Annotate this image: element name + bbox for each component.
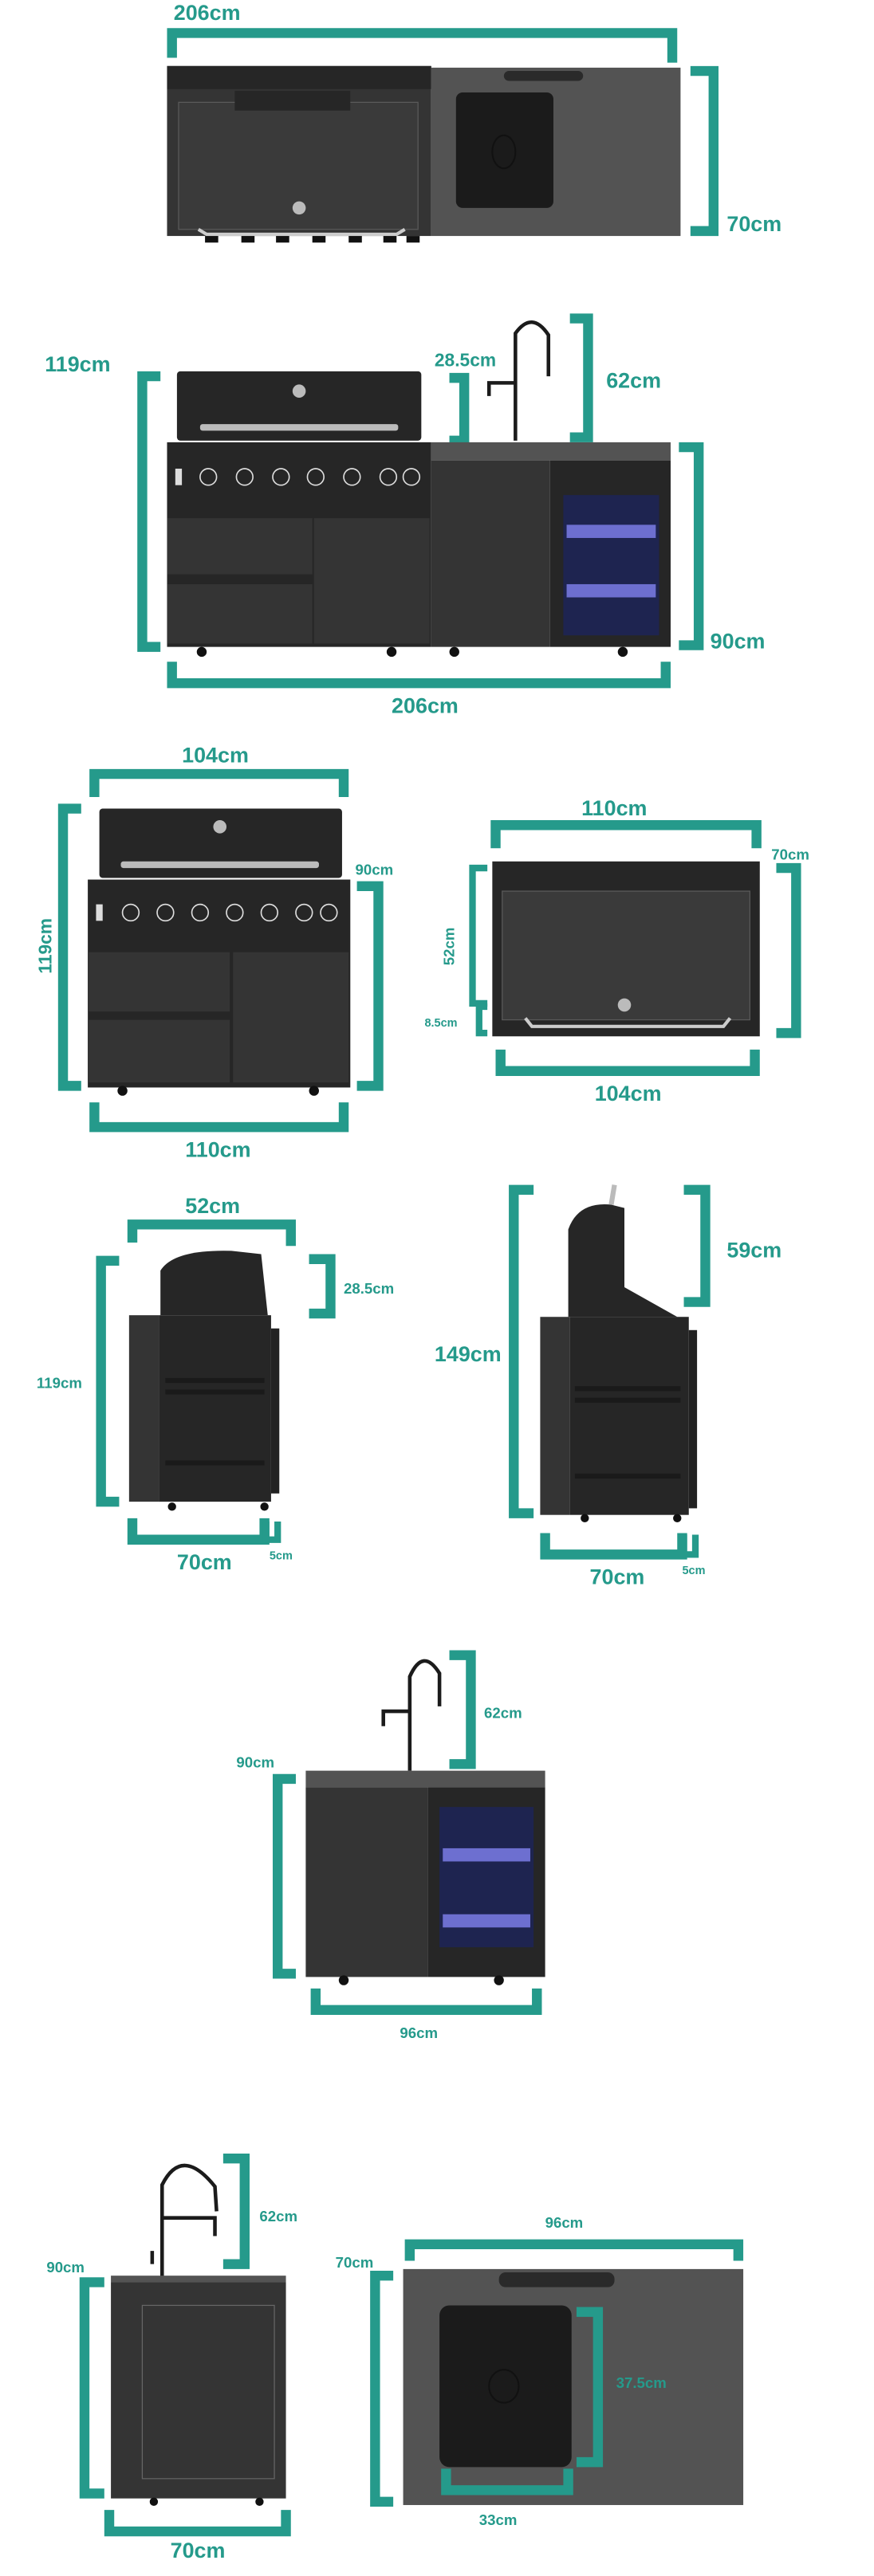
depth-label: 70cm bbox=[336, 2254, 374, 2271]
handle-label: 5cm bbox=[682, 1565, 705, 1577]
handle-bracket bbox=[680, 1534, 699, 1558]
height-bracket bbox=[79, 2277, 104, 2499]
faucet-label: 62cm bbox=[484, 1704, 522, 1721]
counter-height-label: 90cm bbox=[356, 861, 394, 878]
counter-height-bracket bbox=[679, 442, 704, 650]
basin-width-bracket bbox=[441, 2468, 573, 2496]
total-height-bracket bbox=[137, 371, 161, 652]
top-width-bracket bbox=[490, 820, 762, 849]
depth-bracket bbox=[776, 862, 801, 1039]
width-label: 206cm bbox=[392, 693, 459, 717]
faucet-bracket bbox=[222, 2153, 250, 2269]
bottom-width-bracket bbox=[495, 1049, 760, 1076]
basin-length-label: 37.5cm bbox=[616, 2374, 667, 2391]
width-bracket bbox=[404, 2239, 744, 2261]
lid-open-label: 59cm bbox=[726, 1239, 781, 1262]
bottom-width-label: 104cm bbox=[595, 1082, 662, 1105]
faucet-icon bbox=[150, 2163, 218, 2278]
sink-basin bbox=[439, 2305, 572, 2468]
top-view-full: 206cm 70cm bbox=[167, 1, 781, 243]
height-bracket bbox=[272, 1773, 296, 1979]
width-bracket bbox=[167, 28, 678, 63]
depth-label: 70cm bbox=[171, 2539, 226, 2562]
lid-open-bracket bbox=[683, 1184, 711, 1307]
sink-top-view: 96cm 70cm 37.5cm 33cm bbox=[336, 2214, 744, 2528]
depth-bracket bbox=[540, 1533, 687, 1560]
depth-label: 70cm bbox=[771, 846, 809, 863]
depth-bracket bbox=[104, 2510, 291, 2537]
grill-top-view: 110cm 70cm 52cm 8.5cm 104cm bbox=[424, 796, 809, 1105]
top-label: 52cm bbox=[185, 1194, 240, 1218]
grill-side-open-view: 149cm 59cm 70cm 5cm bbox=[435, 1184, 781, 1589]
depth-label: 70cm bbox=[726, 212, 781, 236]
height-label: 119cm bbox=[35, 918, 56, 974]
bottom-width-label: 110cm bbox=[185, 1137, 250, 1161]
open-lid bbox=[568, 1204, 624, 1317]
top-width-label: 104cm bbox=[182, 744, 249, 768]
top-bracket bbox=[127, 1219, 296, 1247]
faucet-label: 62cm bbox=[259, 2208, 297, 2225]
top-width-label: 110cm bbox=[581, 796, 647, 820]
basin-length-bracket bbox=[576, 2307, 604, 2468]
handle-label: 5cm bbox=[270, 1550, 293, 1563]
countertop bbox=[431, 442, 671, 461]
width-label: 96cm bbox=[400, 2024, 438, 2041]
height-bracket bbox=[57, 803, 81, 1091]
height-bracket bbox=[509, 1184, 534, 1518]
height-label: 90cm bbox=[236, 1753, 274, 1770]
depth-bracket bbox=[370, 2270, 394, 2507]
grill-front-view: 104cm 119cm 90cm 110cm bbox=[35, 744, 394, 1162]
width-bracket bbox=[167, 662, 671, 689]
sink-basin bbox=[455, 92, 553, 208]
front-view-full: 119cm 28.5cm 62cm 90cm 206cm bbox=[45, 313, 766, 717]
faucet-top-icon bbox=[498, 2272, 615, 2287]
counter-height-label: 90cm bbox=[711, 630, 766, 654]
sink-side-view: 62cm 90cm 70cm bbox=[46, 2153, 297, 2562]
width-label: 96cm bbox=[545, 2214, 584, 2231]
faucet-top-icon bbox=[503, 71, 584, 81]
grill-side-closed-view: 52cm 28.5cm 119cm 70cm 5cm bbox=[37, 1194, 394, 1574]
counter-height-bracket bbox=[356, 881, 384, 1091]
depth-bracket bbox=[690, 65, 719, 237]
basin-width-label: 33cm bbox=[479, 2511, 518, 2528]
height-bracket bbox=[96, 1255, 120, 1507]
faucet-bracket bbox=[449, 1650, 476, 1769]
lid-depth-label: 52cm bbox=[441, 928, 458, 966]
faucet-height-bracket bbox=[569, 313, 593, 442]
width-label: 206cm bbox=[174, 1, 241, 25]
faucet-icon bbox=[381, 1659, 442, 1771]
height-label: 149cm bbox=[435, 1342, 502, 1366]
hood-bracket bbox=[309, 1254, 336, 1319]
depth-label: 70cm bbox=[590, 1565, 645, 1589]
faucet-height-label: 62cm bbox=[606, 369, 661, 393]
overhang-bracket bbox=[475, 1003, 488, 1037]
depth-bracket bbox=[127, 1518, 270, 1545]
width-bracket bbox=[310, 1988, 542, 2016]
handle-bracket bbox=[262, 1521, 281, 1543]
hood-label: 28.5cm bbox=[344, 1280, 394, 1297]
overhang-label: 8.5cm bbox=[424, 1017, 457, 1030]
grill-hood bbox=[176, 371, 422, 441]
top-width-bracket bbox=[89, 768, 349, 798]
faucet-icon bbox=[486, 320, 551, 441]
bottom-width-bracket bbox=[89, 1102, 349, 1133]
sink-front-view: 62cm 90cm 96cm bbox=[236, 1650, 545, 2041]
lid-depth-bracket bbox=[469, 864, 488, 1007]
depth-label: 70cm bbox=[177, 1550, 232, 1574]
hood-height-label: 28.5cm bbox=[435, 350, 496, 371]
height-label: 119cm bbox=[37, 1374, 82, 1391]
total-height-label: 119cm bbox=[45, 352, 110, 376]
hood-height-bracket bbox=[449, 372, 470, 446]
cabinet-door bbox=[431, 460, 550, 647]
height-label: 90cm bbox=[46, 2259, 85, 2276]
